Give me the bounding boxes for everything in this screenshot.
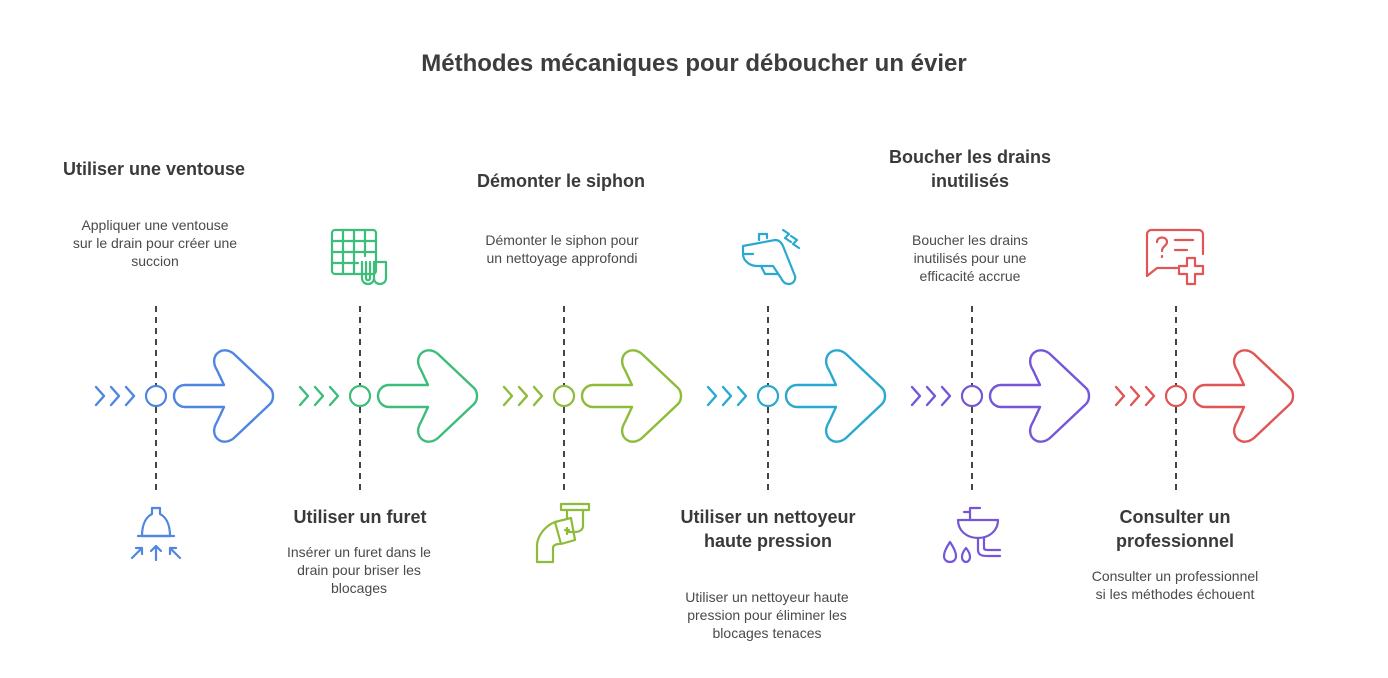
step-3-chevron [502, 385, 514, 407]
step-4-description: Utiliser un nettoyeur haute pression pou… [685, 589, 849, 641]
plunger-icon [124, 502, 188, 566]
step-2-chevron [298, 385, 310, 407]
step-6-heading: Consulter un professionnel [1115, 507, 1235, 551]
step-6-node-circle [1164, 384, 1188, 408]
step-2-description: Insérer un furet dans le drain pour bris… [287, 544, 431, 596]
step-1-description: Appliquer une ventouse sur le drain pour… [72, 217, 238, 269]
step-5-arrow [988, 349, 1091, 443]
step-3-chevron [532, 385, 544, 407]
page-title: Méthodes mécaniques pour déboucher un év… [421, 50, 967, 77]
step-4-chevron [736, 385, 748, 407]
step-6-chevron [1129, 385, 1141, 407]
siphon-icon [531, 500, 595, 564]
step-6-description: Consulter un professionnel si les méthod… [1091, 568, 1259, 602]
step-4-heading: Utiliser un nettoyeur haute pression [680, 507, 856, 551]
step-3-arrow [580, 349, 683, 443]
step-6-chevron [1114, 385, 1126, 407]
step-2-chevron [313, 385, 325, 407]
step-3-node-circle [552, 384, 576, 408]
step-2-heading: Utiliser un furet [293, 507, 427, 527]
step-6-arrow [1192, 349, 1295, 443]
step-3-heading: Démonter le siphon [476, 171, 646, 191]
step-6-chevron [1144, 385, 1156, 407]
sink-drain-icon [940, 502, 1004, 566]
pressure-washer-icon [737, 226, 801, 290]
step-4-arrow [784, 349, 887, 443]
step-1-chevron [94, 385, 106, 407]
step-2-chevron [328, 385, 340, 407]
step-3-chevron [517, 385, 529, 407]
step-1-node-circle [144, 384, 168, 408]
step-5-node-circle [960, 384, 984, 408]
step-3-description: Démonter le siphon pour un nettoyage app… [485, 232, 639, 266]
step-2-node-circle [348, 384, 372, 408]
step-2-arrow [376, 349, 479, 443]
step-1-arrow [172, 349, 275, 443]
step-5-description: Boucher les drains inutilisés pour une e… [912, 232, 1028, 284]
medical-question-icon [1143, 226, 1207, 290]
step-5-chevron [910, 385, 922, 407]
step-5-heading: Boucher les drains inutilisés [888, 147, 1052, 191]
step-5-chevron [925, 385, 937, 407]
step-5-chevron [940, 385, 952, 407]
step-4-chevron [706, 385, 718, 407]
pipe-grid-icon [328, 226, 392, 290]
step-4-node-circle [756, 384, 780, 408]
step-1-chevron [124, 385, 136, 407]
step-1-chevron [109, 385, 121, 407]
step-4-chevron [721, 385, 733, 407]
step-1-heading: Utiliser une ventouse [62, 159, 246, 179]
